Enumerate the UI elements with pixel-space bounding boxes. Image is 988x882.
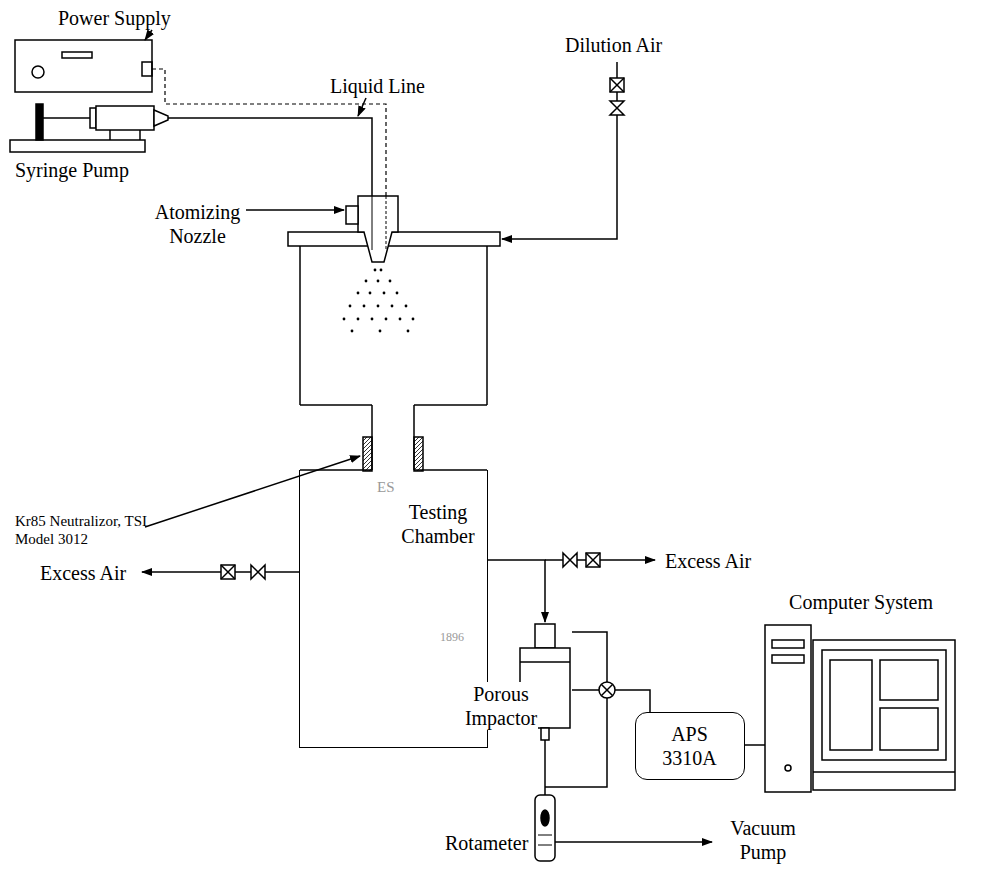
leader-arrow [145,456,360,527]
leader-arrow [145,30,152,40]
excess-air-line [545,553,655,567]
part-label: Liquid Line [330,74,425,98]
valve-symbol [599,682,615,698]
part-label: Excess Air [665,549,751,573]
part-label: Syringe Pump [15,158,129,182]
computer-illustration [765,625,955,792]
power-supply [15,40,152,92]
excess-air-line [142,565,300,579]
watermark: ES [377,478,395,496]
node-text: APS 3310A [657,722,723,770]
part-label: Power Supply [58,6,171,30]
spray-droplets [343,269,415,333]
flow-line [745,744,765,746]
dilution-air-line [502,62,624,239]
part-label: Excess Air [40,561,126,585]
testing-chamber: Testing Chamber [299,470,488,748]
leader-arrow [246,209,344,211]
bypass-line [545,698,607,787]
vacuum-line [555,841,712,843]
flow-line [488,560,545,622]
syringe-pump [10,104,168,152]
rotameter-tube [535,795,555,861]
part-label: Kr85 Neutralizor, TSI Model 3012 [15,512,150,548]
bypass-line [572,632,607,682]
rotameter: Rotameter [385,795,560,862]
node-text: Rotameter [445,831,528,855]
flow-line [544,740,546,795]
spray-chamber [288,232,500,470]
part-label: Dilution Air [565,33,662,57]
node-text: Testing Chamber [396,500,480,548]
computer-system: Computer System [765,590,961,792]
part-label: Vacuum Pump [718,816,808,864]
node-text: Computer System [765,590,957,614]
node-text: Porous Impactor [464,682,538,730]
leader-arrow [358,98,366,116]
porous-impactor: Porous Impactor [462,622,572,740]
neutralizer [363,437,423,471]
watermark: 1896 [440,630,464,644]
part-label: Atomizing Nozzle [150,200,245,248]
aps-box: APS 3310A [635,712,745,780]
atomizing-nozzle [346,196,398,262]
